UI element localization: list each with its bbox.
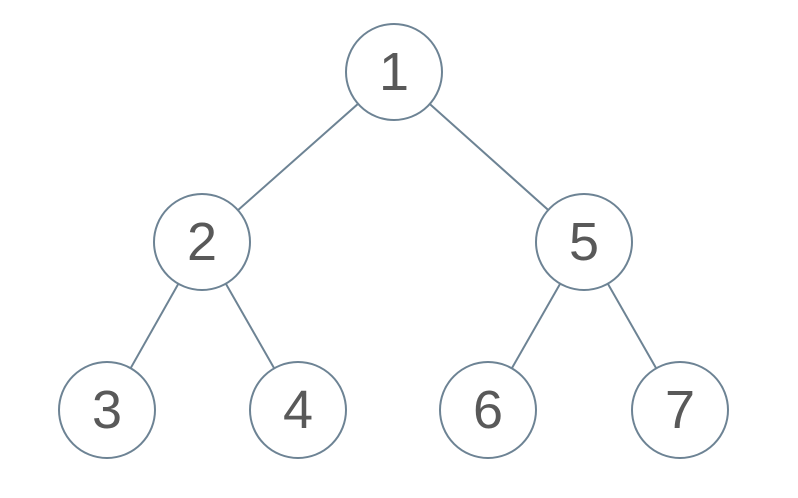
tree-node-label: 7: [665, 380, 695, 440]
tree-node-5: 5: [535, 193, 633, 291]
tree-node-3: 3: [58, 361, 156, 459]
tree-node-label: 6: [473, 380, 503, 440]
tree-node-circle: [249, 361, 347, 459]
tree-node-circle: [439, 361, 537, 459]
tree-node-label: 2: [187, 212, 217, 272]
tree-node-2: 2: [153, 193, 251, 291]
tree-node-label: 1: [379, 42, 409, 102]
tree-node-4: 4: [249, 361, 347, 459]
tree-node-circle: [153, 193, 251, 291]
tree-node-circle: [58, 361, 156, 459]
tree-node-circle: [631, 361, 729, 459]
tree-node-6: 6: [439, 361, 537, 459]
tree-node-label: 5: [569, 212, 599, 272]
tree-node-circle: [345, 23, 443, 121]
tree-node-7: 7: [631, 361, 729, 459]
tree-node-label: 4: [283, 380, 313, 440]
tree-node-circle: [535, 193, 633, 291]
tree-node-1: 1: [345, 23, 443, 121]
tree-node-label: 3: [92, 380, 122, 440]
